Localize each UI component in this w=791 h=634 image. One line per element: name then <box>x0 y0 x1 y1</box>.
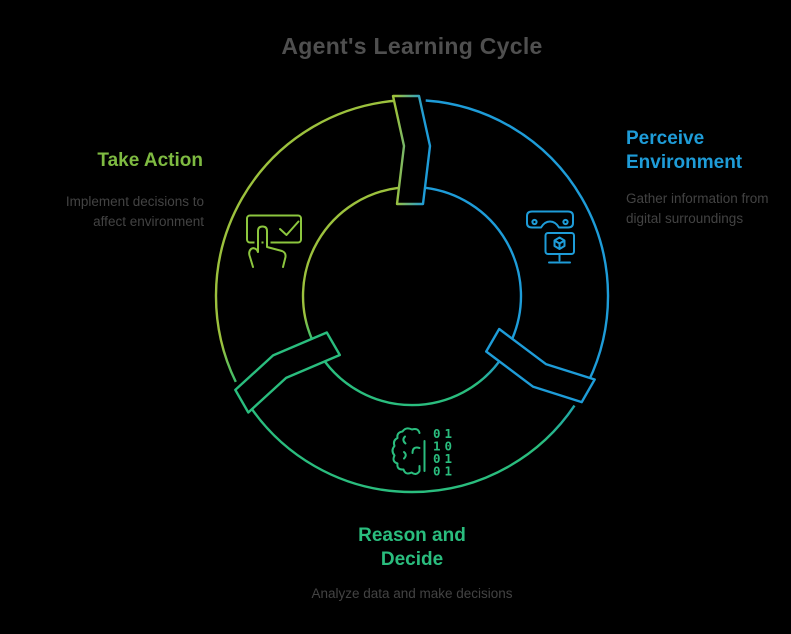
cycle-arc-perceive-inner <box>425 186 523 340</box>
brain-binary-icon: 01 10 01 01 <box>391 426 456 479</box>
step-label-perceive: Perceive Environment <box>626 128 743 173</box>
step-label-reason: Reason and Decide <box>358 525 466 570</box>
vr-goggles-shape <box>526 210 574 229</box>
binary-row: 01 <box>433 464 456 479</box>
step-desc-reason: Analyze data and make decisions <box>311 586 513 601</box>
binary-row: 01 <box>433 426 456 441</box>
button-shape <box>246 214 302 244</box>
cycle-arc-reason-outer <box>248 404 576 494</box>
cycle-arc-reason-inner <box>323 360 501 407</box>
cycle-arc-action-outer <box>214 99 399 383</box>
goggle-lens-right <box>562 218 569 226</box>
page-title: Agent's Learning Cycle <box>281 33 543 59</box>
step-desc-perceive: Gather information from digital surround… <box>626 191 769 226</box>
cycle-arc-perceive-outer <box>425 99 610 383</box>
binary-row: 10 <box>433 439 456 454</box>
brain-shape <box>391 427 421 475</box>
tap-button-icon <box>245 214 302 271</box>
vr-headset-monitor-icon <box>526 210 575 264</box>
cube-shape <box>553 236 566 250</box>
pointing-hand-shape <box>248 225 287 268</box>
step-label-take-action: Take Action <box>97 150 203 171</box>
goggle-lens-left <box>531 218 538 226</box>
cycle-arrow-reason-to-action <box>234 331 341 414</box>
binary-row: 01 <box>433 451 456 466</box>
monitor-stand <box>548 253 571 264</box>
cycle-arc-action-inner <box>301 186 399 340</box>
brain-fold-details <box>402 435 421 460</box>
cycle-arrow-action-to-perceive <box>391 94 432 206</box>
step-desc-take-action: Implement decisions to affect environmen… <box>65 194 204 229</box>
checkmark-shape <box>279 220 300 236</box>
cycle-arrow-perceive-to-reason <box>485 327 596 404</box>
